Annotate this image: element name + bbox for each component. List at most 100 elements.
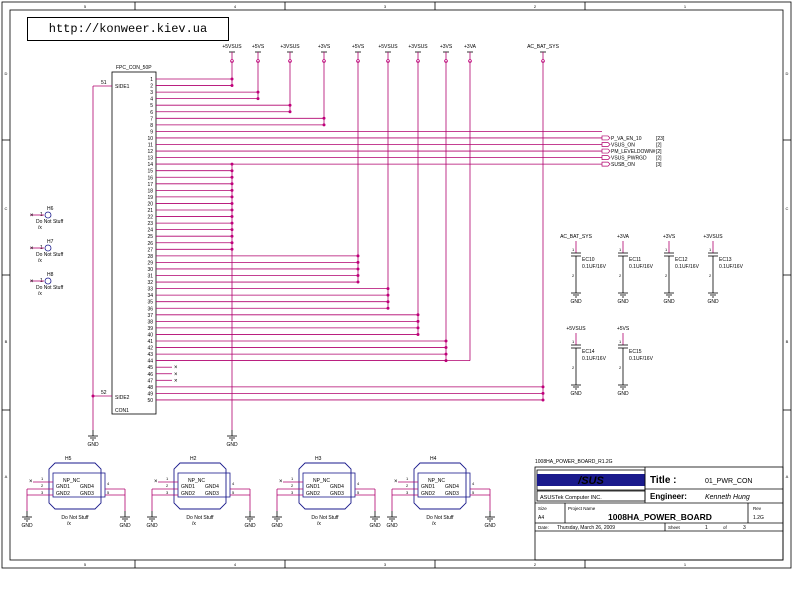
junction-dot xyxy=(444,339,448,343)
hole-mark: /x xyxy=(432,521,436,527)
connector-pin-number: 9 xyxy=(150,129,153,135)
rail-label: +3VS xyxy=(318,44,331,50)
rail-label: AC_BAT_SYS xyxy=(527,44,560,50)
connector-pin-number: 16 xyxy=(147,175,153,181)
frame-row-label: B xyxy=(5,339,8,344)
connector-pin-number: 17 xyxy=(147,182,153,188)
frame-col-label: 5 xyxy=(84,4,87,9)
signal-ref: [2] xyxy=(656,149,662,155)
gnd-label: GND xyxy=(617,391,629,397)
cap-pin: 1 xyxy=(572,247,575,252)
date-label: Date: xyxy=(538,525,549,530)
connector-pin-number: 48 xyxy=(147,385,153,391)
junction-dot xyxy=(230,182,234,186)
connector-pin-number: 11 xyxy=(148,143,153,149)
cap-pin: 1 xyxy=(665,247,668,252)
connector-pin-number: 10 xyxy=(147,136,153,142)
signal-ref: [2] xyxy=(656,143,662,149)
company-name: ASUSTek Computer INC. xyxy=(540,495,602,501)
no-connect-mark: × xyxy=(30,246,34,252)
cap-value: 0.1UF/16V xyxy=(582,264,607,270)
gnd-label: GND xyxy=(570,299,582,305)
connector-ref: CON1 xyxy=(115,408,129,414)
signal-label: VSUS_PWRGD xyxy=(611,156,647,162)
connector-pin-number: 47 xyxy=(147,378,153,384)
hole-pin: 1 xyxy=(406,476,409,481)
of-label: of xyxy=(723,525,728,530)
frame-row-label: C xyxy=(786,206,789,211)
hole-pin: 4 xyxy=(232,481,235,486)
outer-frame xyxy=(1,1,792,569)
connector-name: FPC_CON_50P xyxy=(116,65,152,71)
cap-rail-label: +5VSUS xyxy=(566,326,586,332)
size-value: A4 xyxy=(538,515,544,521)
junction-dot xyxy=(322,116,326,120)
date-value: Thursday, March 26, 2009 xyxy=(557,525,615,531)
connector-pin-number: 33 xyxy=(147,287,153,293)
title-value: 01_PWR_CON xyxy=(705,478,752,485)
gnd-label: GND xyxy=(244,523,256,529)
mounting-hole-symbol xyxy=(44,211,52,219)
gnd-label: GND xyxy=(369,523,381,529)
junction-dot xyxy=(256,90,260,94)
connector-pin-number: 20 xyxy=(147,201,153,207)
hole-pin: 5 xyxy=(232,490,235,495)
frame-row-label: B xyxy=(786,339,789,344)
hole-mark: /x xyxy=(38,225,42,231)
hole-np: NP_NC xyxy=(188,478,205,484)
frame-row-label: C xyxy=(5,206,8,211)
rail-label: +5VS xyxy=(352,44,365,50)
junction-dot xyxy=(230,169,234,173)
cap-rail-label: +3VSUS xyxy=(703,234,723,240)
junction-dot xyxy=(416,326,420,330)
hole-mark: /x xyxy=(67,521,71,527)
frame-row-label: D xyxy=(786,71,789,76)
cap-value: 0.1UF/16V xyxy=(719,264,744,270)
connector-pin-number: 28 xyxy=(147,254,153,260)
hole-gnd1: GND1 xyxy=(56,484,70,490)
signal-port xyxy=(601,155,611,160)
mounting-hole-outline xyxy=(48,462,102,510)
frame-col-label: 1 xyxy=(684,562,687,567)
engineer-value: Kenneth Hung xyxy=(705,494,750,501)
hole-gnd2: GND2 xyxy=(181,491,195,497)
hole-pin: 2 xyxy=(166,483,169,488)
connector-pin-number: 19 xyxy=(147,195,153,201)
cap-pin: 1 xyxy=(572,339,575,344)
side-pin: 51 xyxy=(101,80,107,86)
connector-pin-number: 43 xyxy=(147,352,153,358)
rail-label: +3VA xyxy=(464,44,477,50)
signal-label: PM_LEVELDOWN# xyxy=(611,149,656,155)
hole-pin: 1 xyxy=(41,476,44,481)
connector-pin-number: 26 xyxy=(147,241,153,247)
connector-pin-number: 34 xyxy=(147,293,153,299)
mounting-hole-outline xyxy=(413,462,467,510)
junction-dot xyxy=(386,306,390,310)
cap-pin: 2 xyxy=(709,273,712,278)
junction-dot xyxy=(416,313,420,317)
hole-pin-box xyxy=(177,472,231,498)
gnd-label: GND xyxy=(21,523,33,529)
rail-label: +3VSUS xyxy=(408,44,428,50)
hole-gnd3: GND3 xyxy=(445,491,459,497)
hole-note: Do Not Stuff xyxy=(311,515,339,521)
hole-mark: /x xyxy=(317,521,321,527)
cap-ref: EC10 xyxy=(582,257,595,263)
title-block-header: 1008HA_POWER_BOARD_R1.2G xyxy=(535,459,613,465)
cap-pin: 2 xyxy=(572,273,575,278)
hole-gnd1: GND1 xyxy=(421,484,435,490)
hole-note: Do Not Stuff xyxy=(61,515,89,521)
signal-port xyxy=(601,161,611,167)
hole-pin: 2 xyxy=(41,483,44,488)
junction-dot xyxy=(230,188,234,192)
junction-dot xyxy=(386,300,390,304)
connector-pin-number: 6 xyxy=(150,110,153,116)
cap-ref: EC15 xyxy=(629,349,642,355)
connector-pin-number: 8 xyxy=(150,123,153,129)
junction-dot xyxy=(356,267,360,271)
sheets-value: 3 xyxy=(743,525,746,531)
junction-dot xyxy=(356,274,360,277)
junction-dot xyxy=(386,287,390,291)
